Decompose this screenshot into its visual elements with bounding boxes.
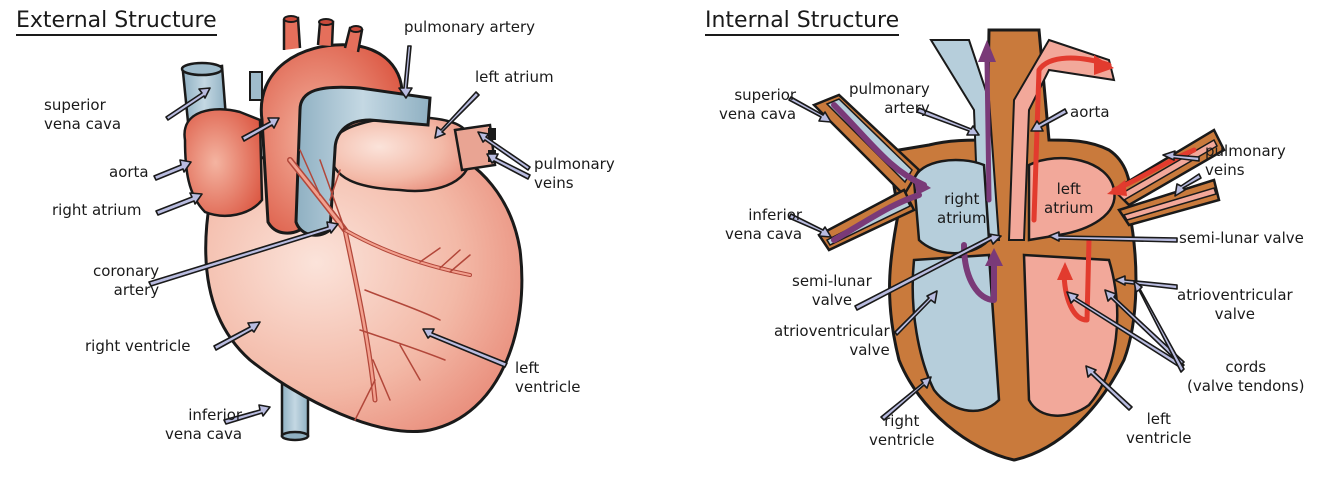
label-internal-cords: cords (valve tendons)	[1187, 358, 1305, 395]
label-internal-atrioventricular-valve-right: atrioventricular valve	[774, 322, 890, 359]
label-inferior-vena-cava: inferior vena cava	[165, 406, 243, 443]
label-aorta: aorta	[109, 163, 149, 181]
coronary-artery-branches	[287, 149, 472, 421]
label-left-ventricle: left ventricle	[515, 359, 581, 396]
label-internal-pulmonary-artery: pulmonary artery	[849, 80, 930, 117]
internal-structure-title: Internal Structure	[705, 8, 900, 36]
label-pulmonary-artery: pulmonary artery	[404, 18, 536, 36]
label-internal-semi-lunar-valve-left: semi-lunar valve	[1179, 229, 1304, 247]
label-internal-atrioventricular-valve-left: atrioventricular valve	[1177, 286, 1293, 323]
label-right-ventricle: right ventricle	[85, 337, 191, 355]
left-atrium-shape	[328, 116, 472, 193]
label-superior-vena-cava: superior vena cava	[44, 96, 122, 133]
label-internal-right-atrium: right atrium	[937, 190, 987, 227]
external-structure-panel: External Structure pulmonary artery left…	[16, 8, 615, 443]
label-coronary-artery: coronary artery	[93, 262, 160, 299]
external-structure-title: External Structure	[16, 8, 217, 36]
internal-heart-diagram	[788, 28, 1226, 462]
label-pulmonary-veins: pulmonary veins	[534, 155, 615, 192]
label-internal-semi-lunar-valve-right: semi-lunar valve	[792, 272, 872, 309]
label-right-atrium: right atrium	[52, 201, 142, 219]
internal-pointer-arrows	[788, 96, 1202, 421]
label-internal-right-ventricle: right ventricle	[869, 412, 935, 449]
external-heart-diagram	[148, 15, 531, 442]
label-internal-inferior-vena-cava: inferior vena cava	[725, 206, 803, 243]
label-internal-superior-vena-cava: superior vena cava	[719, 86, 797, 123]
label-internal-aorta: aorta	[1070, 103, 1110, 121]
internal-structure-panel: Internal Structure superior vena cava pu…	[669, 0, 1338, 478]
label-left-atrium: left atrium	[475, 68, 554, 86]
label-internal-left-ventricle: left ventricle	[1126, 410, 1192, 447]
label-internal-pulmonary-veins: pulmonary veins	[1205, 142, 1286, 179]
label-internal-left-atrium: left atrium	[1044, 180, 1094, 217]
blood-flow-arrows	[831, 40, 1197, 323]
external-pointer-arrows	[148, 45, 531, 425]
